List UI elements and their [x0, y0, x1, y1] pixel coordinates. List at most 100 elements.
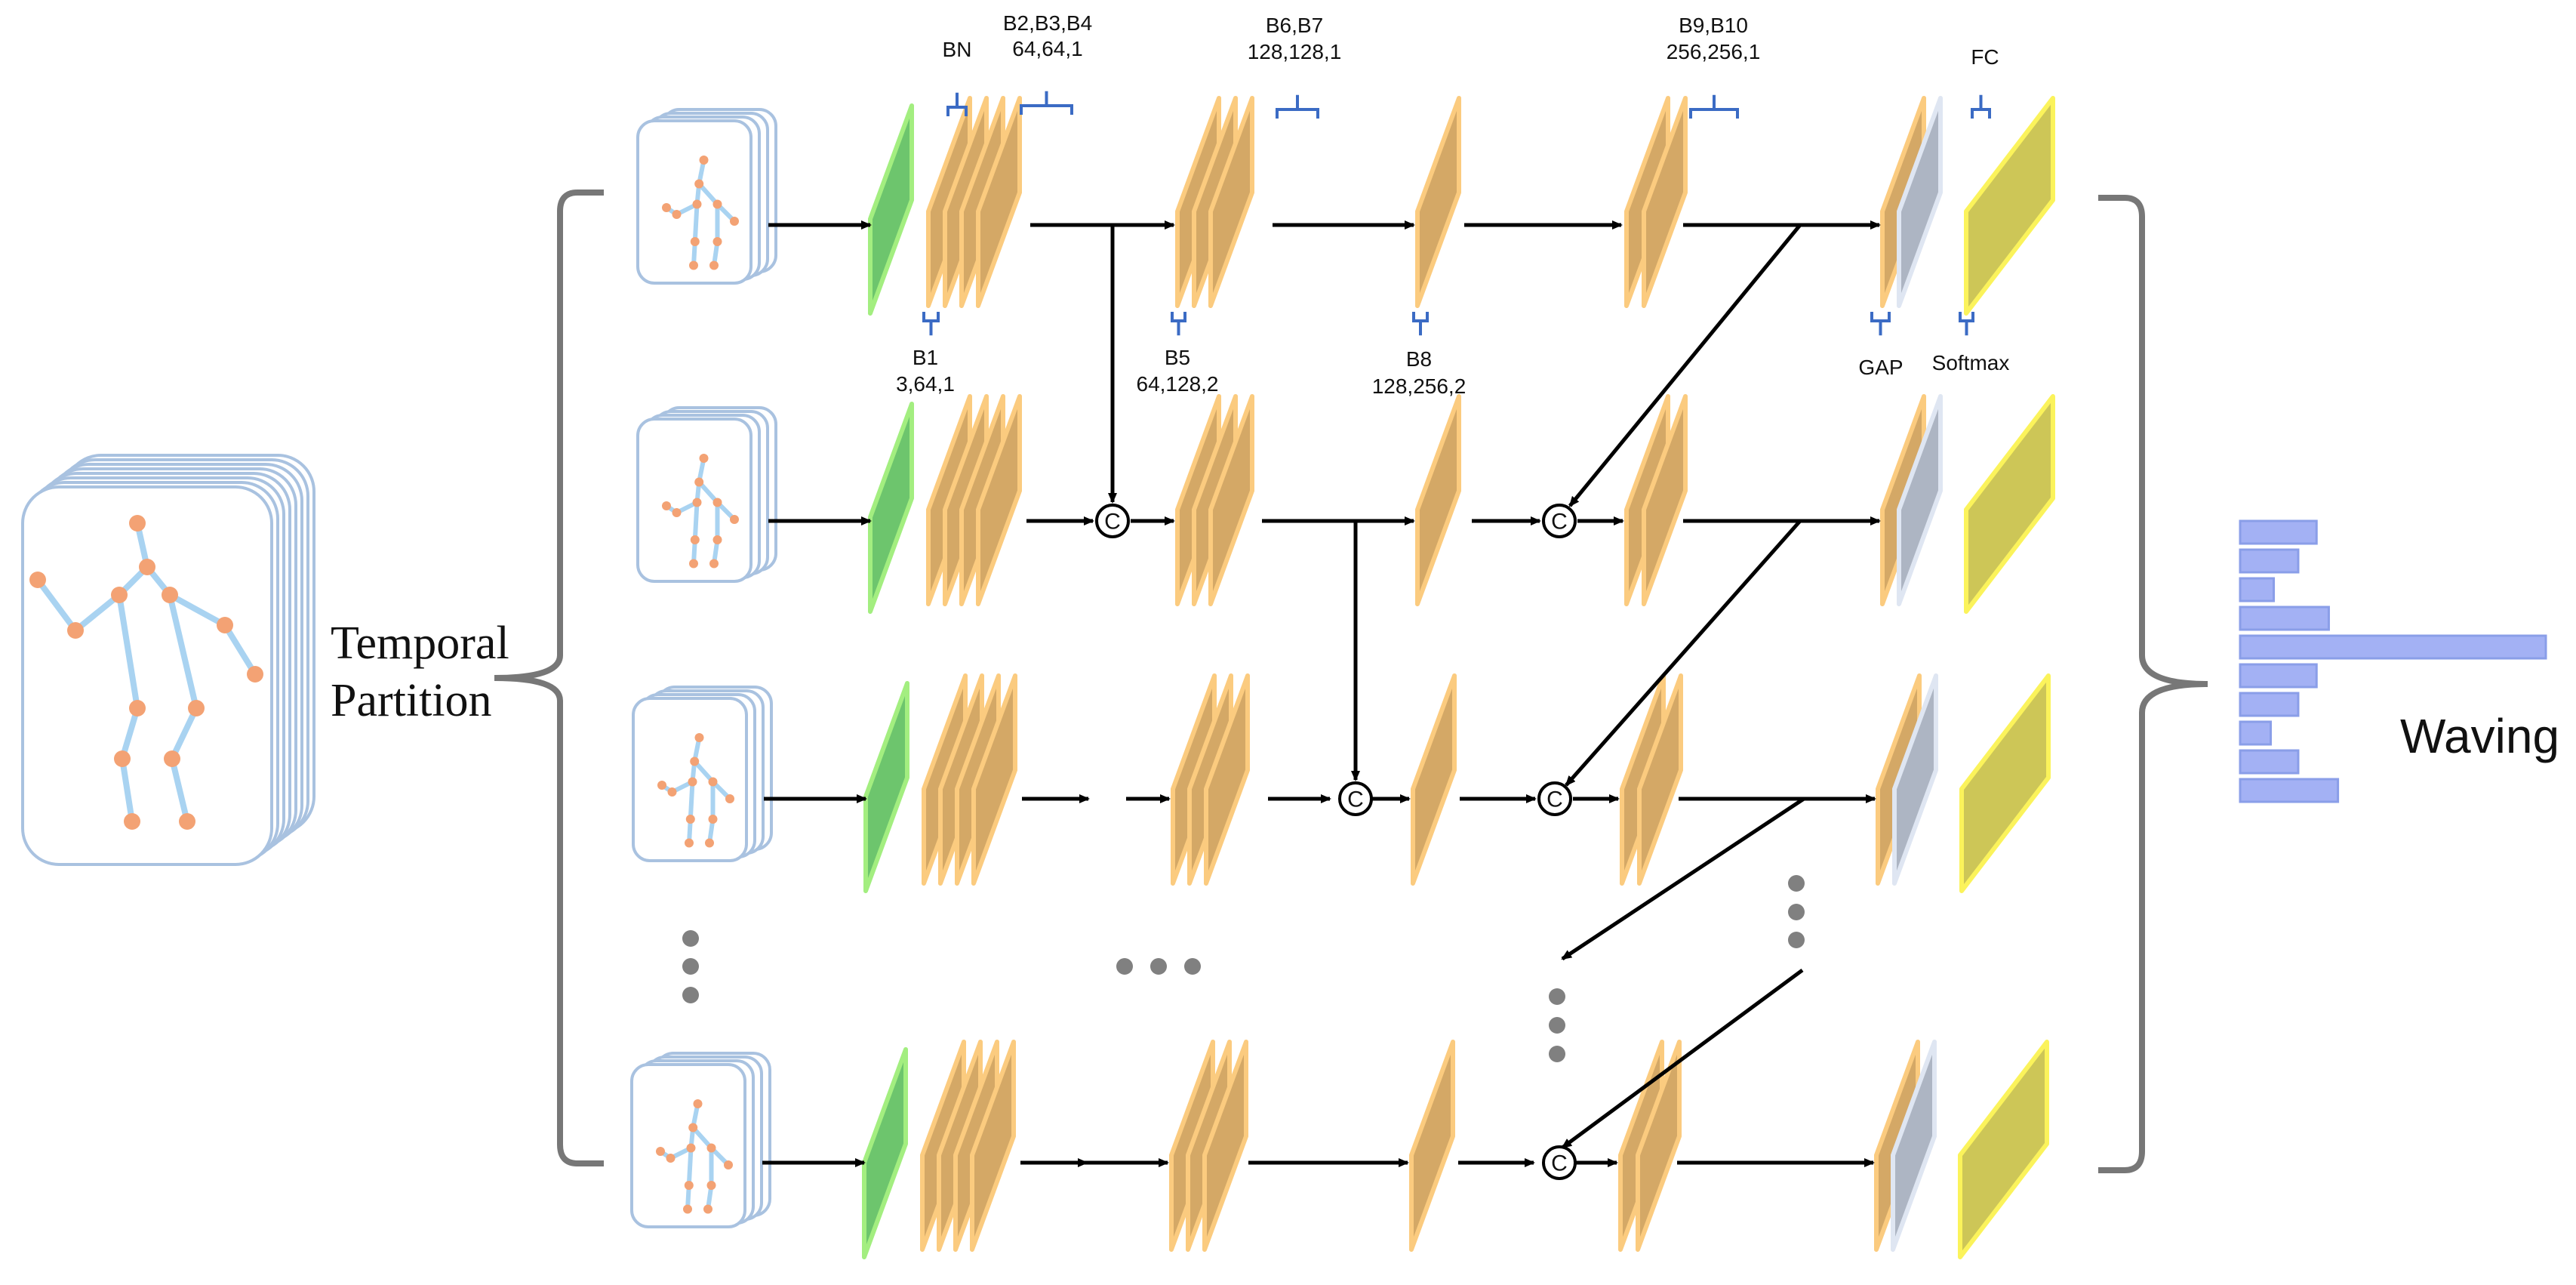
- skeleton-joint: [690, 535, 700, 544]
- block-b9-b10: [1637, 673, 1683, 886]
- block-b8: [1415, 96, 1461, 308]
- skeleton-joint: [712, 237, 722, 246]
- b234-dims-label: 64,64,1: [1012, 37, 1082, 60]
- b67-name-label: B6,B7: [1266, 14, 1323, 37]
- skeleton-joint: [689, 559, 698, 569]
- skeleton-joint: [67, 622, 84, 639]
- skeleton-joint: [694, 179, 704, 189]
- skeleton-joint: [683, 1204, 692, 1214]
- output-bracket: [2098, 195, 2208, 1173]
- b8-name-label: B8: [1406, 347, 1432, 371]
- softmax-label: Softmax: [1932, 351, 2010, 374]
- block-b8: [1411, 673, 1457, 886]
- bn-label: BN: [943, 38, 972, 61]
- temporal-label: Temporal: [331, 618, 509, 669]
- skeleton-joint: [656, 1147, 665, 1156]
- block-b5-b7: [1204, 673, 1250, 886]
- skeleton-joint: [662, 203, 671, 212]
- skeleton-bone: [692, 502, 700, 541]
- skeleton-joint: [712, 498, 722, 507]
- fc-layer: [1964, 96, 2055, 316]
- brace-marker: [1276, 94, 1319, 119]
- brace-marker: [1020, 91, 1073, 115]
- skeleton-bone: [167, 594, 199, 709]
- skeleton-bone: [697, 182, 719, 206]
- skeleton-joint: [667, 787, 677, 797]
- bn-layer: [868, 402, 914, 614]
- skeleton-joint: [708, 815, 718, 824]
- ellipsis-dot: [682, 958, 699, 975]
- b1-name-label: B1: [913, 346, 938, 369]
- skeleton-bone: [119, 707, 140, 760]
- gap-layer: [1897, 394, 1943, 606]
- block-b2-b4: [971, 673, 1017, 886]
- skeleton-bone: [168, 592, 226, 628]
- concat-node: [1542, 504, 1577, 538]
- ellipsis-dot: [1549, 1017, 1565, 1034]
- skeleton-bone: [119, 758, 135, 822]
- skeleton-joint: [705, 838, 714, 848]
- skeleton-bone: [169, 758, 190, 822]
- concat-node: [1095, 504, 1130, 538]
- skeleton-bone: [692, 204, 700, 242]
- skeleton-bone: [35, 578, 78, 633]
- skeleton-joint: [139, 559, 155, 575]
- skeleton-joint: [712, 535, 722, 544]
- output-histogram: [2239, 519, 2547, 803]
- skeleton-joint: [706, 1181, 716, 1190]
- skeleton-joint: [666, 1154, 676, 1163]
- concat-node: [1537, 781, 1572, 816]
- b8-dims-label: 128,256,2: [1372, 374, 1467, 398]
- skeleton-joint: [162, 587, 178, 603]
- concat-symbol: C: [1104, 510, 1121, 535]
- skeleton-joint: [725, 794, 734, 803]
- block-b2-b4: [970, 1040, 1016, 1252]
- skeleton-bone: [692, 760, 715, 784]
- b5-dims-label: 64,128,2: [1137, 372, 1219, 396]
- concat-node: [1338, 781, 1373, 816]
- skeleton-joint: [688, 1123, 698, 1132]
- b67-dims-label: 128,128,1: [1248, 40, 1342, 63]
- concat-symbol: C: [1547, 787, 1563, 812]
- skeleton-joint: [111, 587, 128, 603]
- ellipsis-dot: [1184, 958, 1201, 975]
- brace-marker: [1412, 312, 1429, 336]
- skip-arrow: [1561, 797, 1805, 961]
- skeleton-joint: [694, 733, 704, 742]
- diagram-arrows: [762, 220, 1881, 1167]
- ellipsis-dot: [1788, 932, 1805, 948]
- gap-layer: [1897, 96, 1943, 308]
- skeleton-joint: [706, 1143, 716, 1153]
- fc-label: FC: [1971, 45, 1999, 69]
- skeleton-joint: [686, 1143, 696, 1153]
- block-b5-b7: [1202, 1040, 1248, 1252]
- skeleton-joint: [709, 559, 719, 569]
- ellipsis-dot: [1549, 1046, 1565, 1062]
- skeleton-joint: [124, 813, 140, 830]
- skeleton-joint: [699, 156, 709, 165]
- skeleton-joint: [129, 700, 146, 716]
- histogram-bar: [2239, 519, 2318, 545]
- block-b2-b4: [976, 96, 1022, 308]
- bn-layer: [868, 103, 914, 316]
- skeleton-joint: [685, 815, 695, 824]
- output-class-label: Waving: [2400, 709, 2559, 763]
- input-sequence: [21, 454, 315, 866]
- histogram-bar: [2239, 663, 2318, 689]
- concat-symbol: C: [1551, 1151, 1568, 1176]
- skeleton-joint: [689, 260, 698, 270]
- block-b8: [1409, 1040, 1455, 1252]
- skeleton-joint: [693, 1099, 703, 1108]
- diagram-labels: Temporal Partition Waving BN B2,B3,B4 64…: [331, 11, 2559, 763]
- histogram-bar: [2239, 548, 2300, 574]
- brace-marker: [1689, 94, 1739, 119]
- skeleton-joint: [703, 1204, 712, 1214]
- skeleton-joint: [694, 477, 704, 487]
- histogram-bar: [2239, 606, 2330, 631]
- skeleton-joint: [699, 454, 709, 463]
- bn-layer: [862, 1047, 908, 1259]
- ellipsis-dot: [682, 930, 699, 947]
- skeleton-joint: [662, 501, 671, 510]
